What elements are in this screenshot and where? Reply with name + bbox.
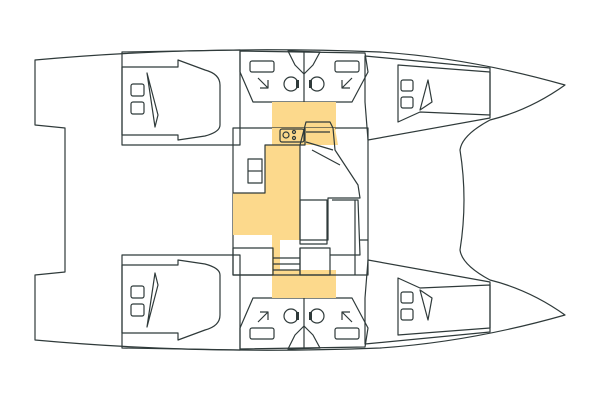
- companionway-steps: [273, 248, 301, 275]
- hull-outline: [34, 49, 566, 351]
- saloon-table: [299, 199, 328, 245]
- hull-bottom: [121, 254, 491, 351]
- stove-icon: [279, 128, 305, 143]
- settee: [330, 199, 368, 275]
- saloon: [232, 121, 369, 276]
- saloon-floor: [233, 128, 338, 272]
